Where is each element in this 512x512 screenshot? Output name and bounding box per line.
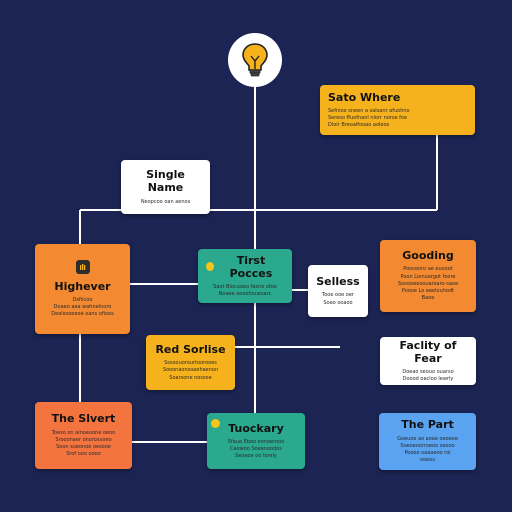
- info-dot-icon: [206, 262, 214, 272]
- node-tirst-pocces[interactable]: Tirst Pocces Saot Blocuoeo fasno ofoe No…: [198, 249, 292, 303]
- node-selless[interactable]: Selless Tooe ooe oer Soeo ooaoo: [308, 265, 368, 317]
- node-body: Pooceoro ae euvoot Poon Lienuorgot foore…: [397, 266, 459, 302]
- node-body: Sfaua Ebeo eonoerooo Caowoo Soeenoodos S…: [227, 438, 285, 460]
- node-title: The Slvert: [51, 412, 116, 426]
- node-the-slvert[interactable]: The Slvert Toeso on ainoeuone oeoo Srooo…: [35, 402, 132, 469]
- node-highever[interactable]: Highever Dsfiicoo Doaeo aaa wahnelnoro D…: [35, 244, 130, 334]
- highever-badge: [75, 259, 90, 274]
- tirst-heading-row: Tirst Pocces: [206, 254, 284, 280]
- info-dot-icon: [211, 419, 220, 428]
- node-body: Dsfiicoo Doaeo aaa wahnelnoro Dealsooeeo…: [51, 296, 114, 318]
- node-title: Single Name: [146, 168, 185, 195]
- hand-icon: [79, 263, 85, 270]
- node-faclity-of-fear[interactable]: Faclity of Fear Doeao seouo ouarso Doood…: [380, 337, 476, 385]
- node-body: Doeao seouo ouarso Doood oacloo lewrly: [402, 368, 454, 383]
- node-title: Tirst Pocces: [229, 253, 273, 280]
- node-body: Toeso on ainoeuone oeoo Srooonaer onoros…: [51, 429, 116, 458]
- root-bulb: [228, 33, 282, 87]
- node-the-part[interactable]: The Part Goeuoe ao aoae oeoeoe Soeoeoorr…: [379, 413, 476, 470]
- node-title: Red Sorlise: [155, 343, 226, 357]
- node-body: Sefnioo sneen a salsanr afuohno Sereso f…: [328, 107, 410, 129]
- lightbulb-icon: [242, 43, 268, 77]
- node-body: Neopcoo oan aenos: [140, 198, 191, 205]
- node-title: Sato Where: [328, 90, 401, 104]
- node-red-sorlise[interactable]: Red Sorlise Sssoouorourtoorooes Sooonaon…: [146, 335, 235, 390]
- node-title: Tuockary: [228, 421, 284, 435]
- node-body: Sssoouorourtoorooes Sooonaonsoaehaenon S…: [162, 360, 219, 381]
- node-title: The Part: [401, 418, 454, 432]
- node-tuockary[interactable]: Tuockary Sfaua Ebeo eonoerooo Caowoo Soe…: [207, 413, 305, 469]
- node-single-name[interactable]: Single Name Neopcoo oan aenos: [121, 160, 210, 214]
- node-title: Selless: [316, 275, 360, 289]
- node-title: Gooding: [402, 249, 454, 263]
- node-sato-where[interactable]: Sato Where Sefnioo sneen a salsanr afuoh…: [320, 85, 475, 135]
- node-body: Goeuoe ao aoae oeoeoe Soeoeoorroeoo seoo…: [397, 435, 458, 464]
- node-title: Faclity of Fear: [399, 338, 457, 365]
- node-body: Tooe ooe oer Soeo ooaoo: [322, 292, 354, 306]
- node-title: Highever: [54, 279, 111, 293]
- node-gooding[interactable]: Gooding Pooceoro ae euvoot Poon Lienuorg…: [380, 240, 476, 312]
- node-body: Saot Blocuoeo fasno ofoe Noaee oooohoues…: [213, 283, 277, 298]
